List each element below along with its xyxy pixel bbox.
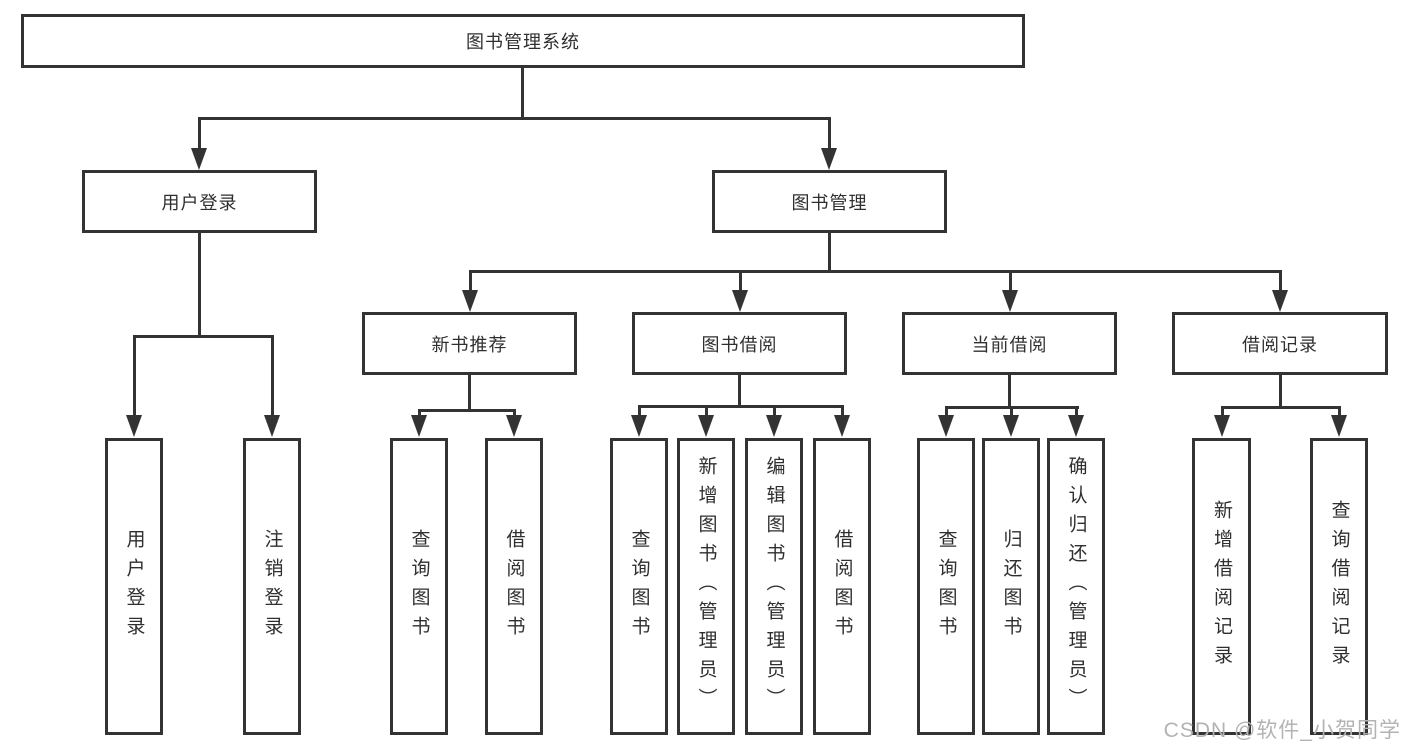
connector-stem-leaf bbox=[1075, 406, 1078, 417]
arrow-down-icon bbox=[191, 148, 207, 170]
node-library-management-system: 图书管理系统 bbox=[21, 14, 1025, 68]
connector-stem-leaf bbox=[705, 405, 708, 417]
connector-stem-leaf-logout bbox=[271, 335, 274, 417]
leaf-logout: 注销登录 bbox=[243, 438, 301, 735]
node-book-borrowing: 图书借阅 bbox=[632, 312, 847, 375]
leaf-query-books-borrow: 查询图书 bbox=[610, 438, 668, 735]
node-label: 图书管理 bbox=[791, 192, 868, 213]
connector-root-rail bbox=[198, 117, 831, 120]
arrow-down-icon bbox=[506, 415, 522, 437]
leaf-add-borrow-record: 新增借阅记录 bbox=[1192, 438, 1251, 735]
connector-stem-book-management bbox=[828, 117, 831, 150]
arrow-down-icon bbox=[698, 415, 714, 437]
connector-stem-leaf bbox=[841, 405, 844, 417]
connector-book-management-stem bbox=[828, 233, 831, 273]
node-label: 借阅记录 bbox=[1242, 334, 1318, 355]
arrow-down-icon bbox=[1214, 415, 1230, 437]
node-book-management: 图书管理 bbox=[712, 170, 947, 233]
arrow-down-icon bbox=[766, 415, 782, 437]
connector-root-stem bbox=[521, 66, 524, 118]
node-new-book-recommendation: 新书推荐 bbox=[362, 312, 577, 375]
connector-stem-leaf bbox=[418, 409, 421, 417]
node-borrowing-records: 借阅记录 bbox=[1172, 312, 1388, 375]
leaf-return-books: 归还图书 bbox=[982, 438, 1040, 735]
connector-stem-new-book bbox=[469, 270, 472, 292]
arrow-down-icon bbox=[1068, 415, 1084, 437]
connector-stem-current-borrow bbox=[1009, 270, 1012, 292]
connector-borrow-records-stem bbox=[1279, 375, 1282, 409]
leaf-label: 查询图书 bbox=[628, 528, 650, 645]
connector-user-login-stem bbox=[198, 233, 201, 337]
connector-book-management-rail bbox=[469, 270, 1282, 273]
arrow-down-icon bbox=[1272, 290, 1288, 312]
leaf-confirm-return-admin: 确认归还（管理员） bbox=[1047, 438, 1105, 735]
node-label: 图书借阅 bbox=[701, 334, 778, 355]
leaf-edit-books-admin: 编辑图书（管理员） bbox=[745, 438, 803, 735]
leaf-add-books-admin: 新增图书（管理员） bbox=[677, 438, 735, 735]
connector-user-login-rail bbox=[133, 335, 274, 338]
leaf-label: 查询图书 bbox=[408, 528, 430, 645]
leaf-label: 确认归还（管理员） bbox=[1065, 456, 1087, 717]
connector-current-borrow-stem bbox=[1008, 375, 1011, 409]
connector-stem-leaf bbox=[638, 405, 641, 417]
leaf-query-books-recommend: 查询图书 bbox=[390, 438, 448, 735]
leaf-borrow-books-recommend: 借阅图书 bbox=[485, 438, 543, 735]
connector-stem-leaf bbox=[773, 405, 776, 417]
connector-stem-leaf bbox=[1338, 406, 1341, 417]
arrow-down-icon bbox=[834, 415, 850, 437]
arrow-down-icon bbox=[1003, 415, 1019, 437]
leaf-label: 用户登录 bbox=[123, 528, 145, 645]
leaf-label: 注销登录 bbox=[261, 528, 283, 645]
connector-book-borrow-rail bbox=[638, 405, 844, 408]
node-user-login: 用户登录 bbox=[82, 170, 317, 233]
arrow-down-icon bbox=[1331, 415, 1347, 437]
arrow-down-icon bbox=[938, 415, 954, 437]
watermark: CSDN @软件_小贺同学 bbox=[1163, 719, 1401, 742]
leaf-query-borrow-record: 查询借阅记录 bbox=[1310, 438, 1368, 735]
connector-stem-leaf bbox=[1010, 406, 1013, 417]
connector-stem-borrow-records bbox=[1279, 270, 1282, 292]
node-label: 用户登录 bbox=[161, 192, 238, 213]
node-label: 图书管理系统 bbox=[466, 32, 580, 52]
connector-stem-book-borrow bbox=[739, 270, 742, 292]
arrow-down-icon bbox=[462, 290, 478, 312]
node-label: 当前借阅 bbox=[971, 334, 1048, 355]
arrow-down-icon bbox=[732, 290, 748, 312]
leaf-label: 查询图书 bbox=[935, 528, 957, 645]
leaf-label: 新增图书（管理员） bbox=[695, 456, 717, 717]
arrow-down-icon bbox=[264, 415, 280, 437]
arrow-down-icon bbox=[126, 415, 142, 437]
leaf-borrow-books: 借阅图书 bbox=[813, 438, 871, 735]
connector-new-book-rail bbox=[418, 409, 516, 412]
connector-stem-leaf bbox=[1221, 406, 1224, 417]
connector-borrow-records-rail bbox=[1221, 406, 1341, 409]
connector-book-borrow-stem bbox=[738, 375, 741, 408]
arrow-down-icon bbox=[631, 415, 647, 437]
connector-stem-leaf bbox=[945, 406, 948, 417]
leaf-label: 查询借阅记录 bbox=[1328, 499, 1350, 674]
leaf-label: 编辑图书（管理员） bbox=[763, 456, 785, 717]
leaf-label: 借阅图书 bbox=[503, 528, 525, 645]
connector-new-book-stem bbox=[468, 375, 471, 411]
arrow-down-icon bbox=[411, 415, 427, 437]
leaf-query-books-current: 查询图书 bbox=[917, 438, 975, 735]
leaf-label: 新增借阅记录 bbox=[1211, 499, 1232, 674]
connector-stem-user-login bbox=[198, 117, 201, 150]
arrow-down-icon bbox=[821, 148, 837, 170]
node-label: 新书推荐 bbox=[431, 334, 508, 355]
leaf-label: 归还图书 bbox=[1000, 528, 1022, 645]
leaf-label: 借阅图书 bbox=[831, 528, 853, 645]
arrow-down-icon bbox=[1002, 290, 1018, 312]
node-current-borrowing: 当前借阅 bbox=[902, 312, 1117, 375]
leaf-user-login: 用户登录 bbox=[105, 438, 163, 735]
connector-stem-leaf-user-login bbox=[133, 335, 136, 417]
connector-stem-leaf bbox=[513, 409, 516, 417]
